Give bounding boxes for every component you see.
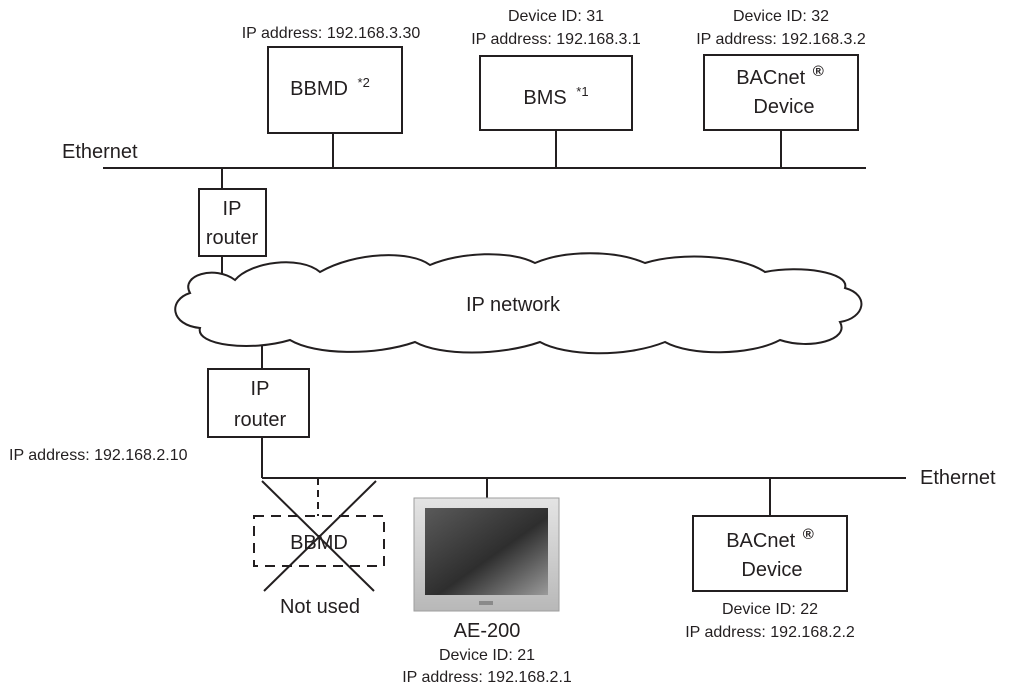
- router-bottom-line2: router: [234, 409, 287, 431]
- bacnet-bottom-box: [692, 515, 848, 592]
- touch-panel-icon: [413, 497, 560, 612]
- ae200-logo: [479, 601, 493, 605]
- ip-network-label: IP network: [466, 294, 561, 316]
- bacnet-top-ip: IP address: 192.168.3.2: [696, 31, 866, 48]
- ae200-ip: IP address: 192.168.2.1: [402, 669, 572, 686]
- bbmd-top-note: *2: [358, 75, 370, 90]
- ip-network-cloud: [174, 252, 863, 355]
- ae200-name: AE-200: [454, 620, 521, 642]
- bms-ip: IP address: 192.168.3.1: [471, 31, 641, 48]
- bms-box: [479, 55, 633, 131]
- bms-name: BMS *1: [523, 84, 588, 109]
- bacnet-top-box: [703, 54, 859, 131]
- bms-name-text: BMS: [523, 87, 566, 109]
- bacnet-top-sub: Device: [753, 96, 814, 118]
- bbmd-unused-box: [253, 515, 385, 567]
- bbmd-unused-name: BBMD: [290, 532, 348, 554]
- ethernet-bottom-label: Ethernet: [920, 467, 996, 489]
- router-top-box: [198, 188, 267, 257]
- bacnet-bottom-name-text: BACnet: [726, 530, 795, 552]
- bacnet-bottom-reg: ®: [803, 526, 814, 543]
- ethernet-top-label: Ethernet: [62, 141, 138, 163]
- bms-device-id: Device ID: 31: [508, 8, 604, 25]
- bacnet-top-name: BACnet ®: [736, 63, 824, 89]
- bbmd-top-name-text: BBMD: [290, 78, 348, 100]
- bacnet-top-reg: ®: [813, 63, 824, 80]
- bbmd-unused-cross-b: [263, 480, 377, 592]
- router-bottom-box: [207, 368, 310, 438]
- bacnet-top-device-id: Device ID: 32: [733, 8, 829, 25]
- router-top-line1: IP: [223, 198, 242, 220]
- bbmd-top-name: BBMD *2: [290, 75, 370, 100]
- bacnet-bottom-ip: IP address: 192.168.2.2: [685, 624, 855, 641]
- bacnet-bottom-device-id: Device ID: 22: [722, 601, 818, 618]
- bacnet-bottom-sub: Device: [741, 559, 802, 581]
- bms-note: *1: [576, 84, 588, 99]
- ae200-device-id: Device ID: 21: [439, 647, 535, 664]
- bacnet-top-name-text: BACnet: [736, 67, 805, 89]
- bacnet-bottom-name: BACnet ®: [726, 526, 814, 552]
- bbmd-top-box: [267, 46, 403, 134]
- router-bottom-line1: IP: [251, 378, 270, 400]
- router-bottom-ip: IP address: 192.168.2.10: [9, 447, 188, 464]
- router-top-line2: router: [206, 227, 259, 249]
- bbmd-unused-status: Not used: [280, 596, 360, 618]
- bbmd-unused-cross-a: [261, 480, 375, 592]
- ae200-screen: [425, 508, 548, 595]
- bbmd-top-ip: IP address: 192.168.3.30: [242, 25, 421, 42]
